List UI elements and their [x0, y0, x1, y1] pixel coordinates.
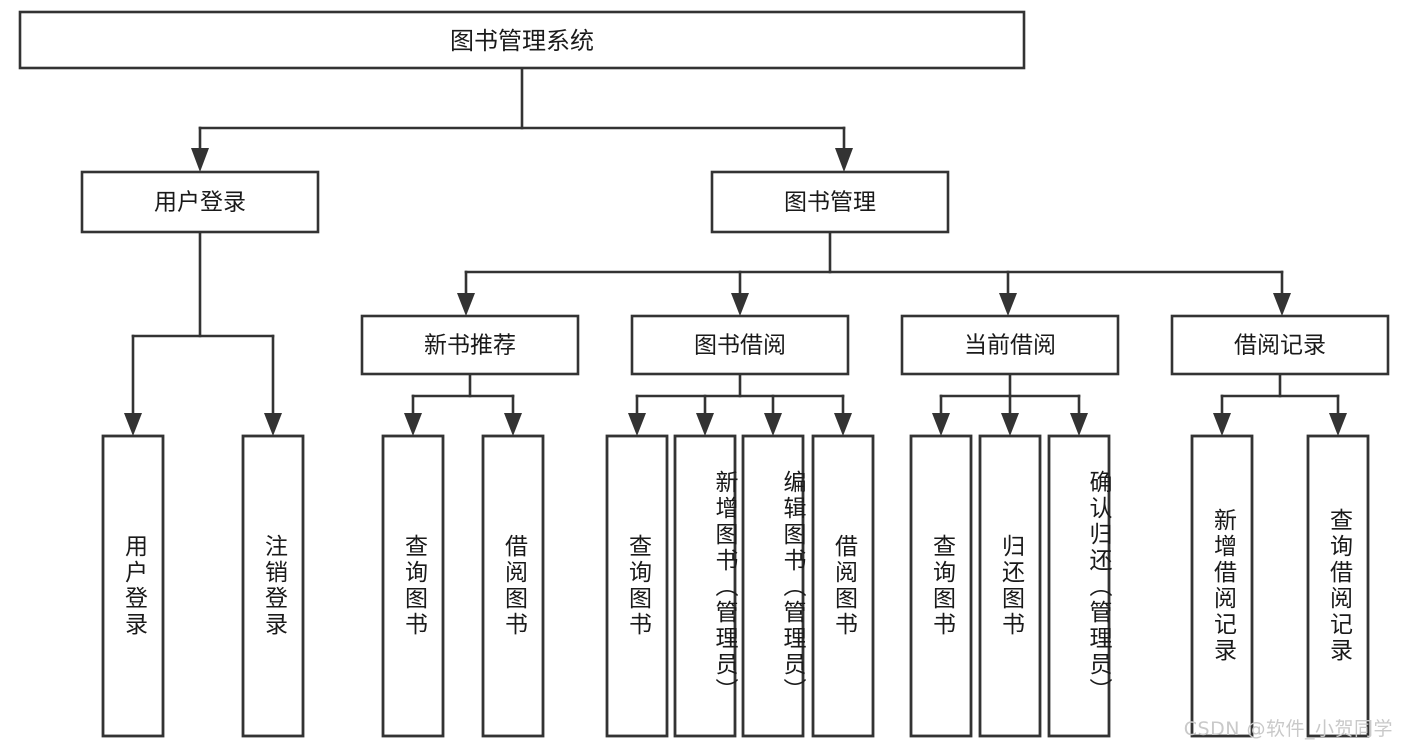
node-new-book-recommend[interactable]: 新书推荐 [360, 314, 580, 376]
node-user-login-label: 用户登录 [154, 190, 246, 216]
node-new-book-recommend-label: 新书推荐 [424, 333, 516, 359]
connector-bookborrow-to-leaves [628, 372, 852, 436]
node-leaf-user-logout[interactable] [241, 434, 305, 738]
node-book-borrow[interactable]: 图书借阅 [630, 314, 850, 376]
node-leaf-confirm-return[interactable] [1047, 434, 1111, 738]
node-leaf-user-login[interactable] [101, 434, 165, 738]
connector-root-to-level2 [191, 66, 853, 172]
node-leaf-borrow-book-2[interactable] [811, 434, 875, 738]
node-root[interactable]: 图书管理系统 [18, 10, 1026, 70]
node-leaf-edit-book[interactable] [741, 434, 805, 738]
node-book-manage-label: 图书管理 [784, 190, 876, 216]
node-current-borrow[interactable]: 当前借阅 [900, 314, 1120, 376]
connector-bookmanage-to-level3 [457, 230, 1291, 316]
node-leaf-query-book-1[interactable] [381, 434, 445, 738]
connector-userlogin-to-leaves [124, 230, 282, 436]
node-root-label: 图书管理系统 [450, 27, 594, 55]
node-leaf-add-record[interactable] [1190, 434, 1254, 738]
leaf-nodes [101, 434, 1370, 738]
node-user-login[interactable]: 用户登录 [80, 170, 320, 234]
node-book-borrow-label: 图书借阅 [694, 333, 786, 359]
node-leaf-query-book-3[interactable] [909, 434, 973, 738]
connector-currentborrow-to-leaves [932, 372, 1088, 436]
node-borrow-record-label: 借阅记录 [1234, 333, 1326, 359]
node-current-borrow-label: 当前借阅 [964, 333, 1056, 359]
node-leaf-borrow-book-1[interactable] [481, 434, 545, 738]
node-borrow-record[interactable]: 借阅记录 [1170, 314, 1390, 376]
connector-borrowrecord-to-leaves [1213, 372, 1347, 436]
node-leaf-query-book-2[interactable] [605, 434, 669, 738]
csdn-watermark: CSDN @软件_小贺同学 [1183, 718, 1393, 740]
node-book-manage[interactable]: 图书管理 [710, 170, 950, 234]
connector-newbook-to-leaves [404, 372, 522, 436]
node-leaf-return-book[interactable] [978, 434, 1042, 738]
node-leaf-query-record[interactable] [1306, 434, 1370, 738]
node-leaf-add-book[interactable] [673, 434, 737, 738]
